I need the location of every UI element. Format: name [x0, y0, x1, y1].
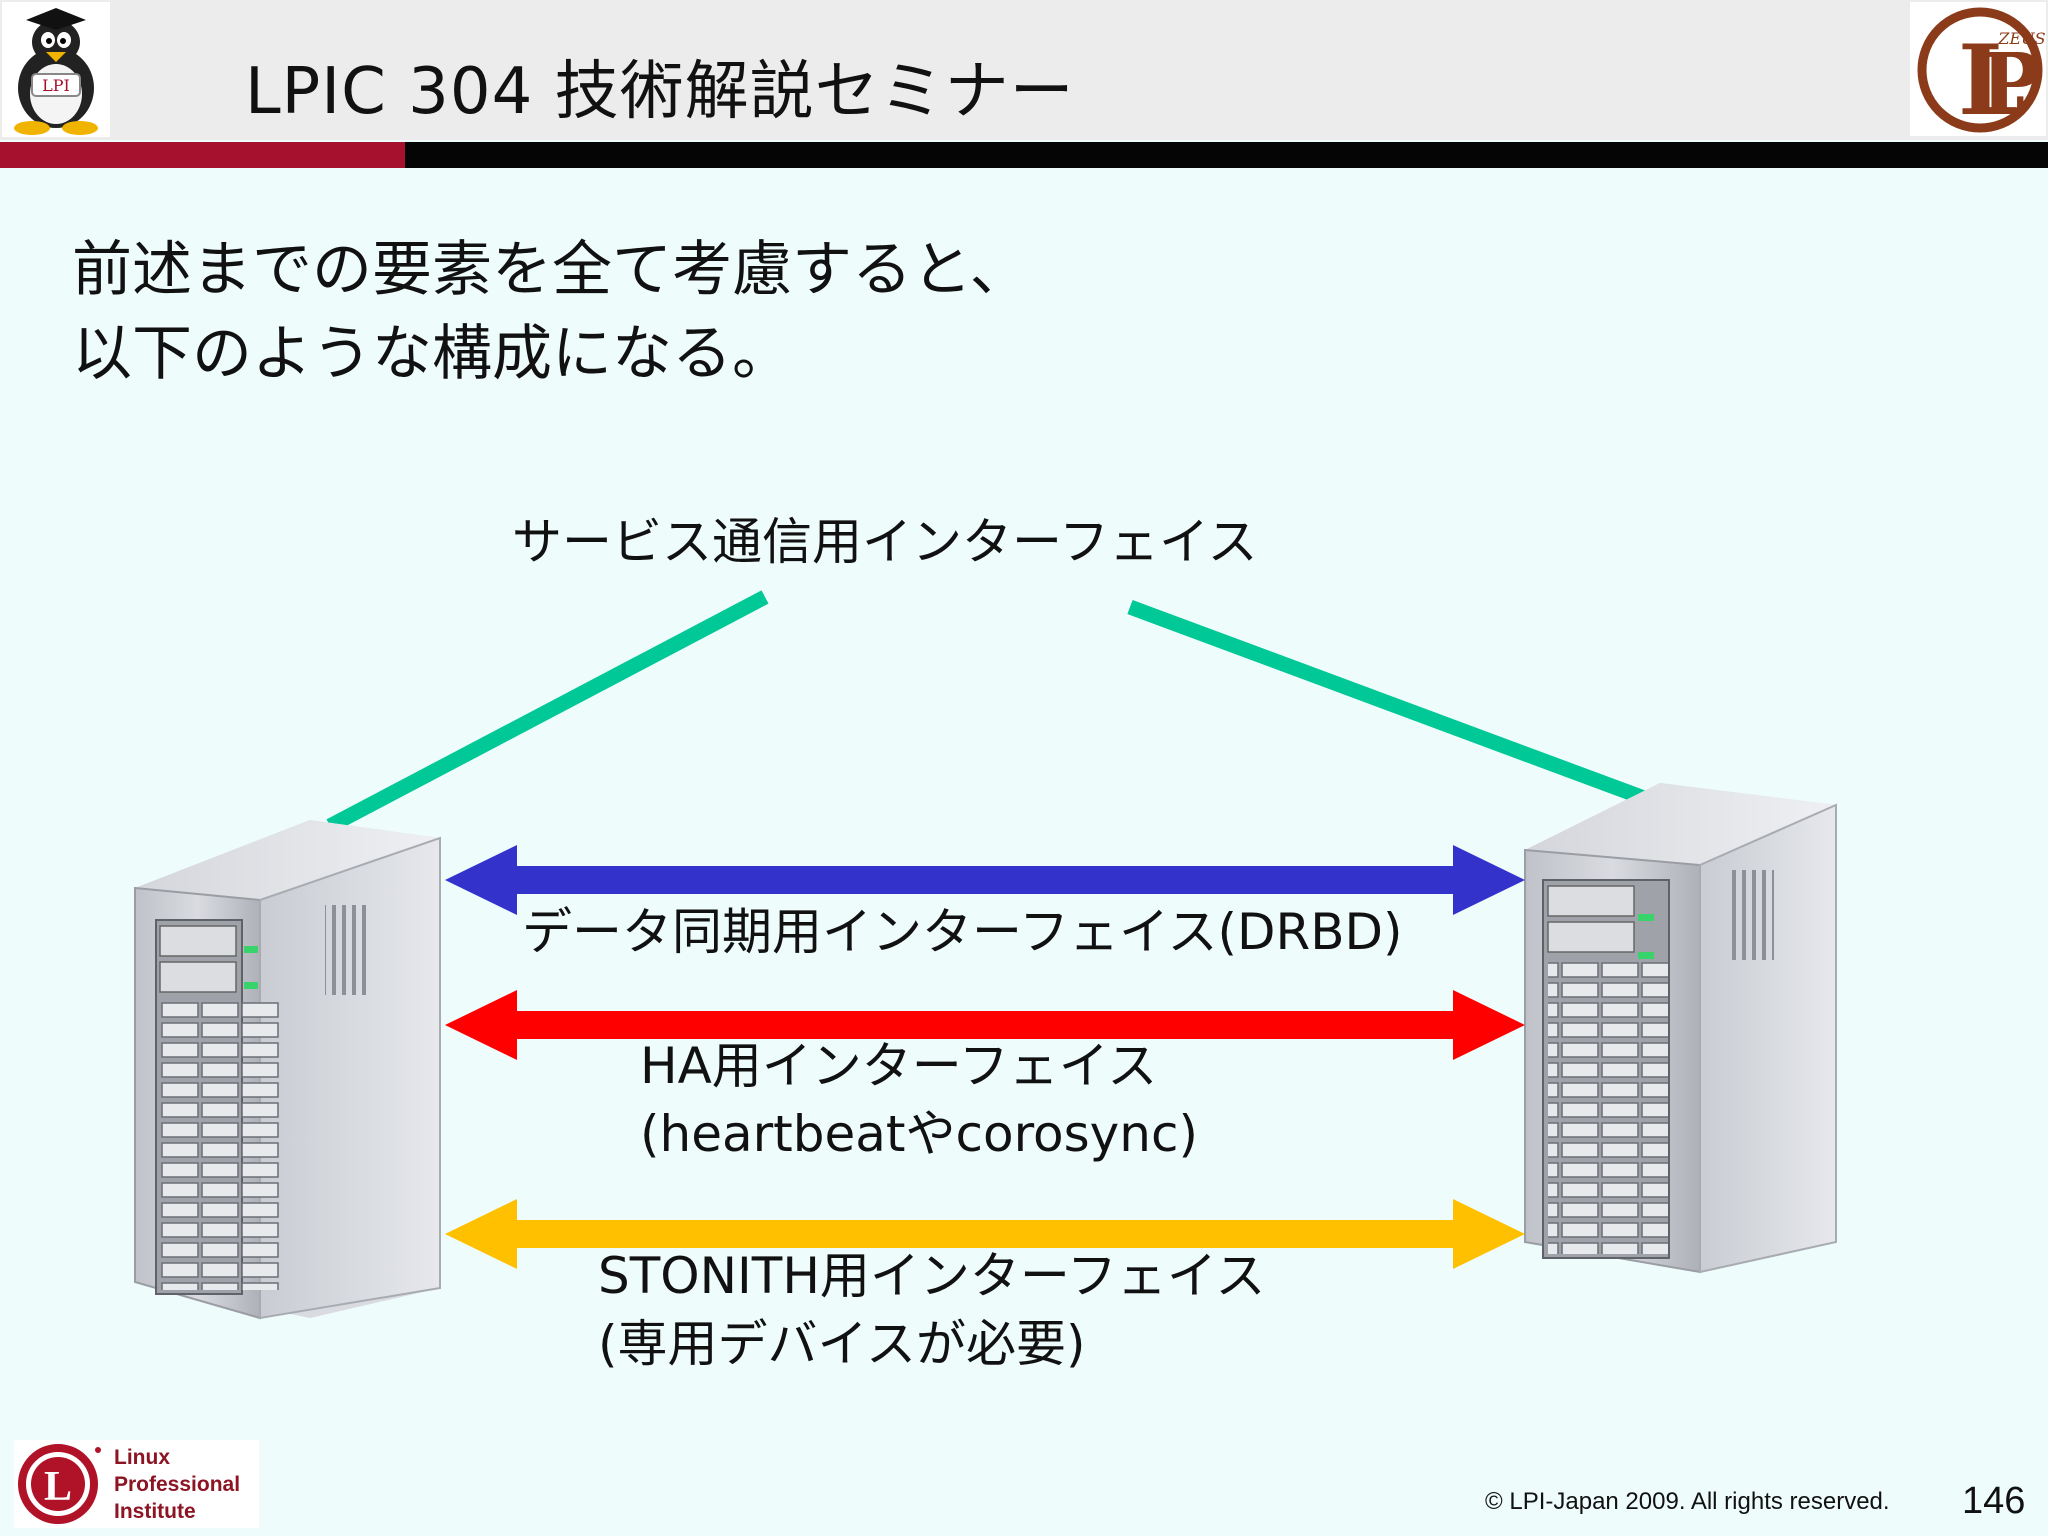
- ha-arrow: [445, 990, 1525, 1060]
- stonith-label-line-2: (専用デバイスが必要): [598, 1315, 1086, 1373]
- header-rule-bar: [405, 142, 2048, 168]
- ha-interface-label: HA用インターフェイス (heartbeatやcorosync): [640, 1032, 1198, 1168]
- header-accent-bar: [0, 142, 405, 168]
- intro-line-2: 以下のような構成になる。: [72, 319, 792, 389]
- service-link-right: [1127, 599, 1663, 812]
- server-left-icon: [134, 820, 441, 1320]
- service-link-left: [326, 590, 769, 833]
- page-number: 146: [1962, 1480, 2026, 1522]
- ha-label-line-1: HA用インターフェイス: [640, 1037, 1158, 1095]
- drbd-arrow: [445, 845, 1525, 915]
- lpi-footer-text: Linux Professional Institute: [114, 1444, 240, 1525]
- zeus-text: ZEUS: [1997, 29, 2045, 48]
- svg-text:L: L: [44, 1464, 72, 1510]
- stonith-interface-label: STONITH用インターフェイス (専用デバイスが必要): [598, 1242, 1265, 1378]
- zeus-lp-logo: L P ZEUS: [1910, 2, 2046, 136]
- lpi-circle-icon: L: [18, 1444, 101, 1524]
- lpi-line-2: Professional: [114, 1473, 241, 1496]
- ha-label-line-2: (heartbeatやcorosync): [640, 1105, 1198, 1163]
- service-interface-label: サービス通信用インターフェイス: [512, 513, 1258, 571]
- header-band: [0, 0, 2048, 140]
- page-title: LPIC 304 技術解説セミナー: [245, 55, 1075, 129]
- lpi-badge-text: LPI: [42, 76, 70, 95]
- lpi-line-1: Linux: [114, 1446, 170, 1469]
- intro-text: 前述までの要素を全て考慮すると、 以下のような構成になる。: [72, 228, 1030, 396]
- lpi-line-3: Institute: [114, 1500, 196, 1523]
- drbd-interface-label: データ同期用インターフェイス(DRBD): [522, 903, 1403, 961]
- svg-text:P: P: [1980, 36, 2042, 132]
- copyright-text: © LPI-Japan 2009. All rights reserved.: [1485, 1488, 1890, 1515]
- stonith-arrow: [445, 1199, 1525, 1269]
- intro-line-1: 前述までの要素を全て考慮すると、: [72, 235, 1030, 305]
- stonith-label-line-1: STONITH用インターフェイス: [598, 1247, 1266, 1305]
- svg-text:L: L: [1958, 24, 2026, 136]
- lpi-footer-logo: L Linux Professional Institute: [14, 1440, 259, 1528]
- server-right-icon: [1524, 783, 1837, 1274]
- lpi-penguin-logo: LPI: [2, 2, 110, 137]
